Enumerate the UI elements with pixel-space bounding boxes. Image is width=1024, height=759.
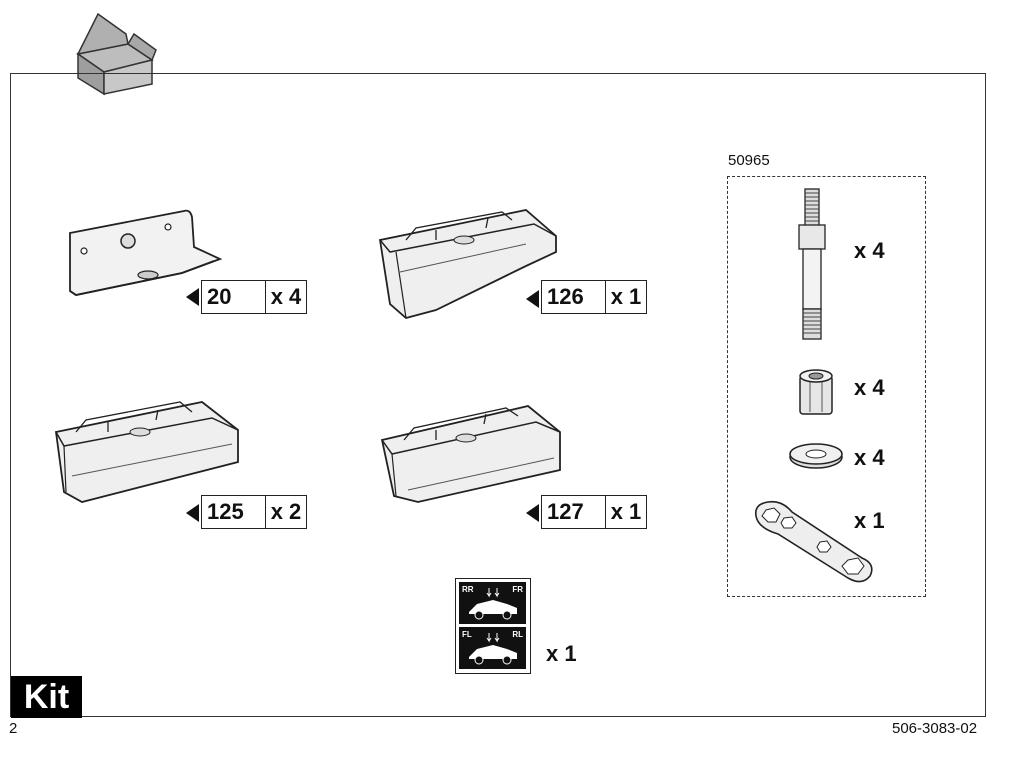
part-label-126: 126 x 1: [541, 280, 647, 314]
part-quantity: x 4: [270, 284, 302, 309]
kit-item-quantity: x 4: [854, 445, 885, 470]
nut-icon: [799, 369, 833, 415]
sticker-label: FR: [512, 585, 523, 594]
sticker-icon: RR FR FL RL: [455, 578, 531, 674]
part-label-20: 20 x 4: [201, 280, 307, 314]
foot-pad-icon: [380, 405, 561, 503]
kit-item-quantity: x 1: [854, 508, 885, 533]
part-label-127: 127 x 1: [541, 495, 647, 529]
kit-number: 50965: [728, 152, 770, 169]
part-number: 125: [202, 496, 266, 528]
foot-pad-icon: [378, 209, 557, 319]
threaded-rod-icon: [798, 188, 826, 340]
pointer-icon: [526, 290, 539, 308]
part-label-125: 125 x 2: [201, 495, 307, 529]
foot-pad-icon: [54, 401, 239, 503]
sticker-front-rear: FL RL: [459, 627, 526, 669]
document-code: 506-3083-02: [892, 720, 978, 737]
pointer-icon: [186, 288, 199, 306]
wrench-icon: [754, 500, 873, 583]
sticker-label: RR: [462, 585, 474, 594]
pointer-icon: [186, 504, 199, 522]
part-number: 127: [542, 496, 606, 528]
sticker-front-rear: RR FR: [459, 582, 526, 624]
sticker-label: RL: [512, 630, 523, 639]
part-quantity: x 2: [270, 499, 302, 524]
sticker-label: FL: [462, 630, 472, 639]
section-title: Kit: [11, 676, 82, 718]
washer-icon: [789, 443, 843, 469]
sticker-quantity: x 1: [546, 641, 577, 666]
part-quantity: x 1: [610, 284, 642, 309]
kit-group: [727, 176, 926, 597]
kit-item-quantity: x 4: [854, 375, 885, 400]
car-icon: [469, 588, 517, 620]
page-number: 2: [9, 720, 18, 737]
part-quantity: x 1: [610, 499, 642, 524]
part-number: 126: [542, 281, 606, 313]
bracket-icon: [69, 209, 223, 296]
box-icon: [76, 12, 157, 96]
pointer-icon: [526, 504, 539, 522]
car-icon: [469, 633, 517, 665]
part-number: 20: [202, 281, 266, 313]
page-frame: [10, 73, 986, 717]
kit-item-quantity: x 4: [854, 238, 885, 263]
